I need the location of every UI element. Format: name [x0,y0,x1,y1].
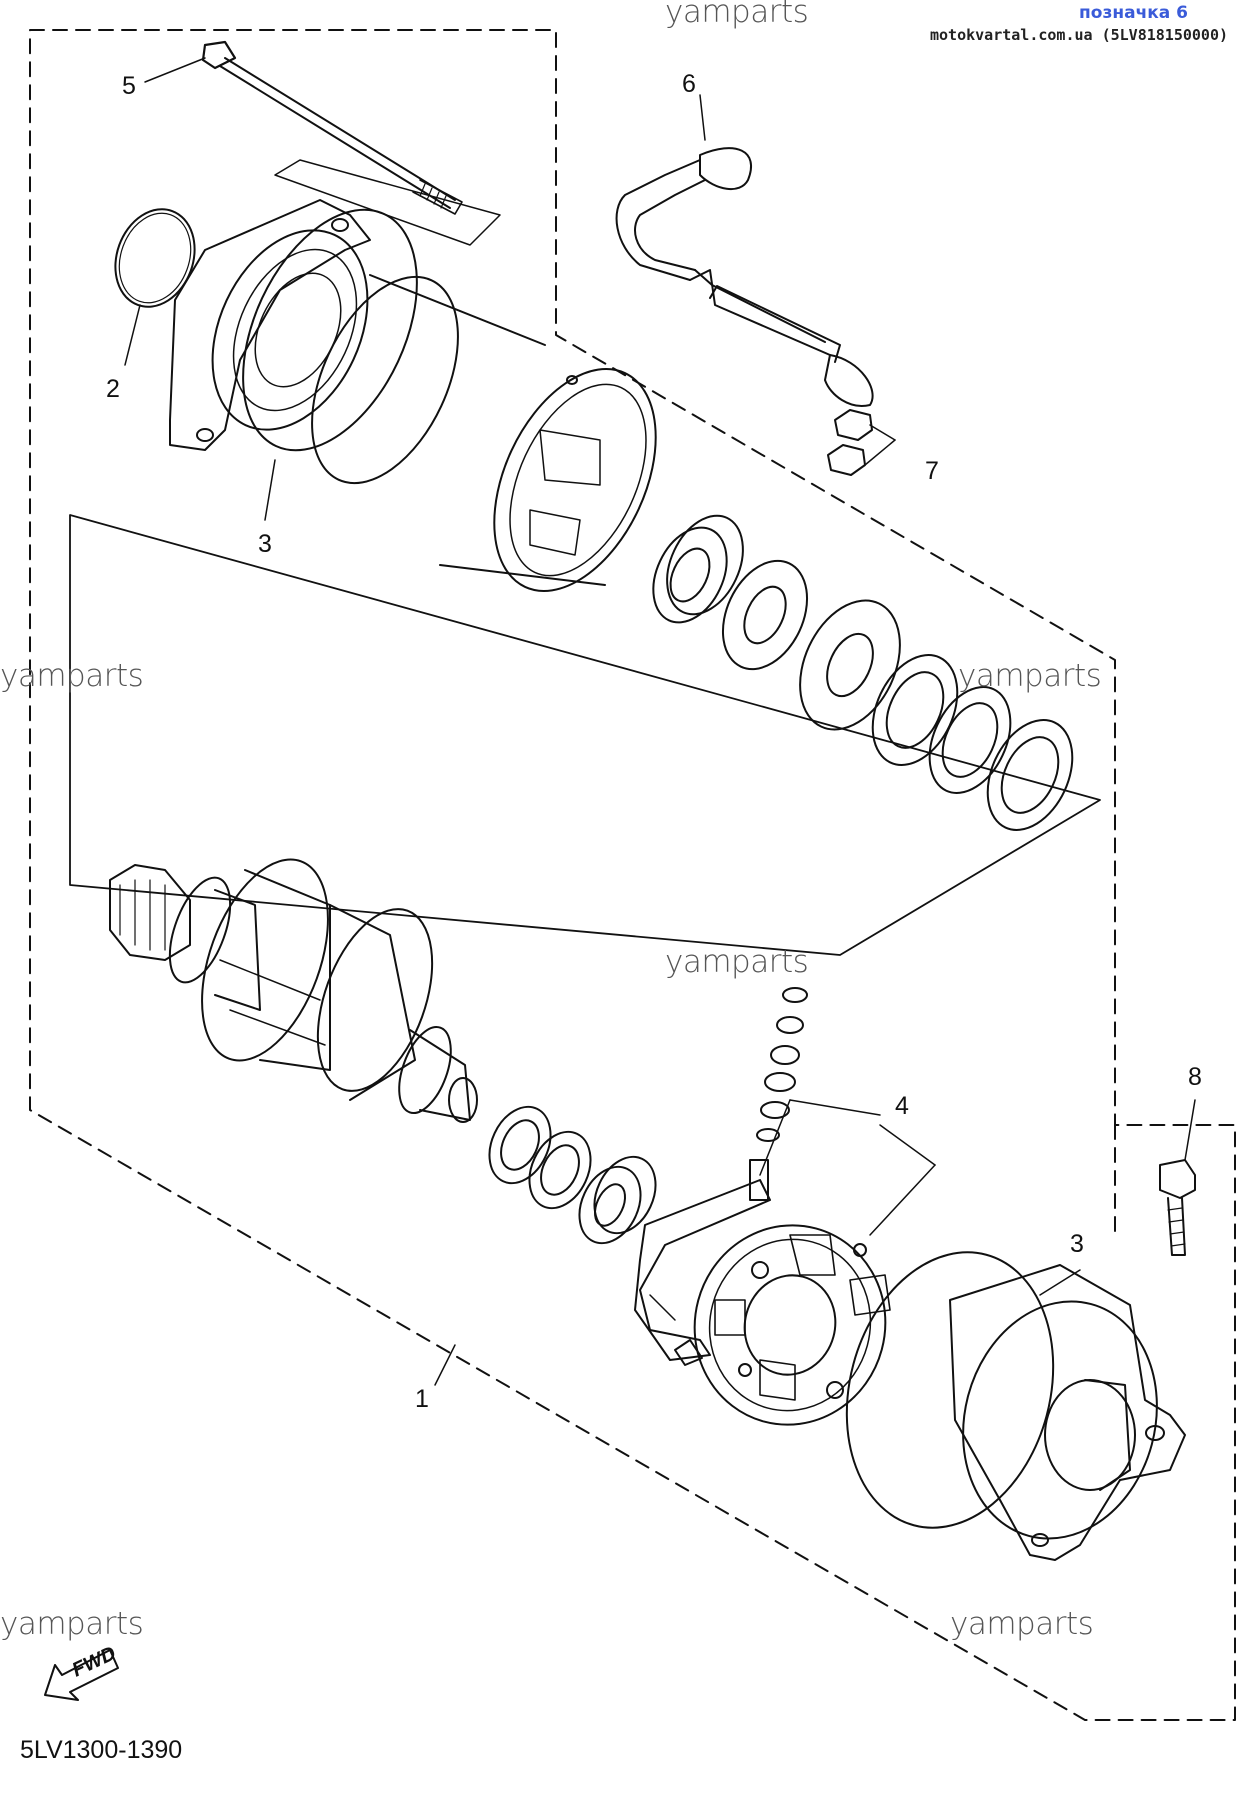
bearing-upper [652,514,744,624]
group-box [69,514,1101,956]
bolt-8 [1159,1159,1196,1256]
nut-upper [834,409,873,441]
front-cover [169,199,371,451]
washer-lower-2 [528,1130,592,1210]
o-ring-small [114,208,196,308]
callout-7: 7 [925,457,939,485]
washer-stack [756,987,808,1142]
watermark: yamparts [0,658,144,694]
watermark: yamparts [0,1606,144,1642]
lead-wire [615,147,874,407]
brush-holder [634,1159,891,1426]
callout-3-upper: 3 [258,530,272,558]
washer-upper-2 [799,599,901,731]
watermark: yamparts [950,1606,1094,1642]
washer-upper-1 [721,559,809,671]
diagram-code: 5LV1300-1390 [20,1736,183,1764]
leader-lines [124,57,1196,1386]
callout-6: 6 [682,70,696,98]
watermark: yamparts [665,0,809,30]
watermark: yamparts [665,944,809,980]
o-ring-upper [242,208,418,452]
washer-upper-4 [928,686,1012,794]
callout-2: 2 [106,375,120,403]
washer-lower-1 [488,1105,552,1185]
washer-upper-5 [986,719,1074,831]
yoke [311,274,657,592]
rear-cover [949,1264,1186,1561]
page-header-subtitle: motokvartal.com.ua (5LV818150000) [929,26,1228,44]
callout-5: 5 [122,72,136,100]
o-ring-lower [845,1251,1055,1529]
hatch-strip [274,159,501,246]
through-bolt [201,40,463,215]
callout-8: 8 [1188,1063,1202,1091]
fwd-arrow: FWD [44,1642,119,1701]
callout-3-lower: 3 [1070,1230,1084,1258]
armature [109,858,478,1123]
page-header-title: позначка 6 [1079,3,1188,23]
dashed-boundary [29,29,1236,1721]
callout-1: 1 [415,1385,429,1413]
bearing-lower [578,1155,657,1245]
callout-4: 4 [895,1092,909,1120]
nut-lower [827,444,866,476]
watermark: yamparts [958,658,1102,694]
